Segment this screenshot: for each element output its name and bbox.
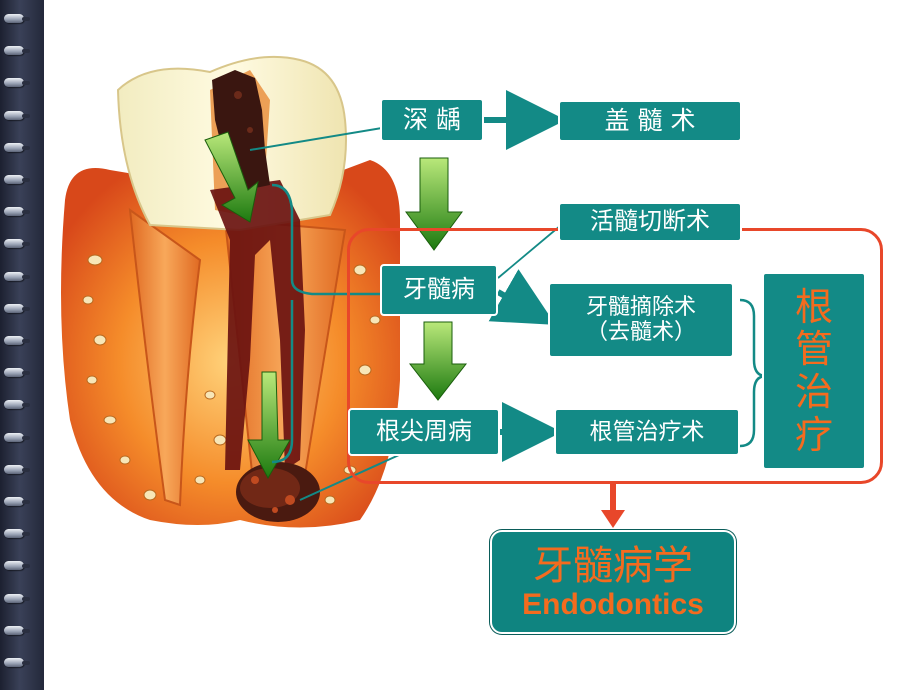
periapical-disease-node: 根尖周病 [348,408,500,456]
binding-ring [4,658,30,667]
rct-char-1: 根 [794,284,833,329]
rct-char-3: 治 [794,370,833,414]
pulp-capping-node: 盖 髓 术 [558,100,742,142]
binding-ring [4,46,30,56]
binding-ring [4,207,30,217]
rct-char-4: 疗 [794,412,833,457]
binding-ring [4,464,30,474]
root-canal-treatment-node: 根 管 治 疗 [762,272,866,470]
binding-ring [4,497,30,506]
endodontics-en-label: Endodontics [522,587,704,621]
binding-ring [4,110,30,120]
root-canal-therapy-node: 根管治疗术 [554,408,740,456]
binding-ring [4,625,30,635]
binding-ring [4,368,30,378]
pulpotomy-node: 活髓切断术 [558,202,742,242]
binding-ring [4,303,30,313]
binding-ring [4,400,30,410]
pulpectomy-label: 牙髓摘除术 [585,294,696,320]
pulp-disease-node: 牙髓病 [380,264,498,316]
binding-ring [4,529,30,539]
progression-arrows-on-tooth [204,131,291,480]
binding-ring [4,432,30,442]
pulpectomy-alt-label: （去髓术） [585,320,696,345]
pulpectomy-node: 牙髓摘除术 （去髓术） [548,282,734,358]
binding-ring [4,14,30,23]
deep-caries-node: 深 龋 [380,98,484,142]
binding-ring [4,561,30,571]
binding-ring [4,271,30,281]
endodontics-cn-label: 牙髓病学 [533,542,693,589]
flow-arrows [405,90,767,528]
binding-ring [4,239,30,249]
endodontics-node: 牙髓病学 Endodontics [490,530,736,634]
binding-ring [4,142,30,152]
slide-binding-strip [0,0,44,690]
binding-ring [4,593,30,603]
rct-char-2: 管 [794,327,833,372]
pulp-and-canals [210,180,305,470]
binding-ring [4,336,30,345]
binding-ring [4,175,30,184]
periapical-lesion [236,462,320,522]
binding-ring [4,78,30,88]
